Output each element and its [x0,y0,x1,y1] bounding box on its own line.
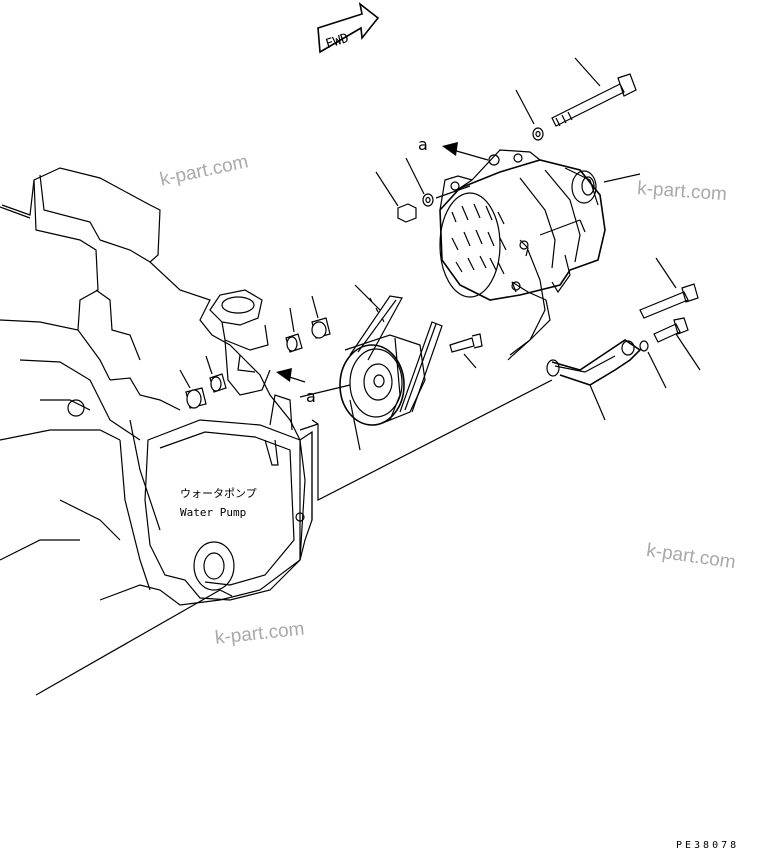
water-pump-label-en: Water Pump [180,506,246,519]
engine-block [0,167,301,606]
arrow-a-alternator [442,142,489,161]
arrow-a-pump [276,368,306,383]
alternator-vents [451,203,507,275]
water-pump-housing [144,394,313,601]
bracket-bolts [639,257,701,389]
v-belt [349,284,443,413]
pulley-bolt [449,333,483,369]
label-a-alternator: a [418,135,428,154]
fwd-arrow: FWD [317,2,380,54]
fwd-label: FWD [324,31,351,53]
nut-washer [375,157,471,223]
pulley [339,334,426,451]
top-washer [515,89,544,141]
wire-harness [507,281,551,361]
assembly-lines [35,379,553,696]
adjusting-bracket [546,339,642,421]
water-pump-label-jp: ウォータポンプ [180,487,257,500]
alternator [439,149,606,356]
water-outlet [209,289,271,396]
long-bolt [551,57,637,127]
spacer-parts [179,295,331,409]
alternator-leader [603,173,641,183]
drawing-number: PE38078 [676,840,739,851]
label-a-pump: a [306,387,316,406]
